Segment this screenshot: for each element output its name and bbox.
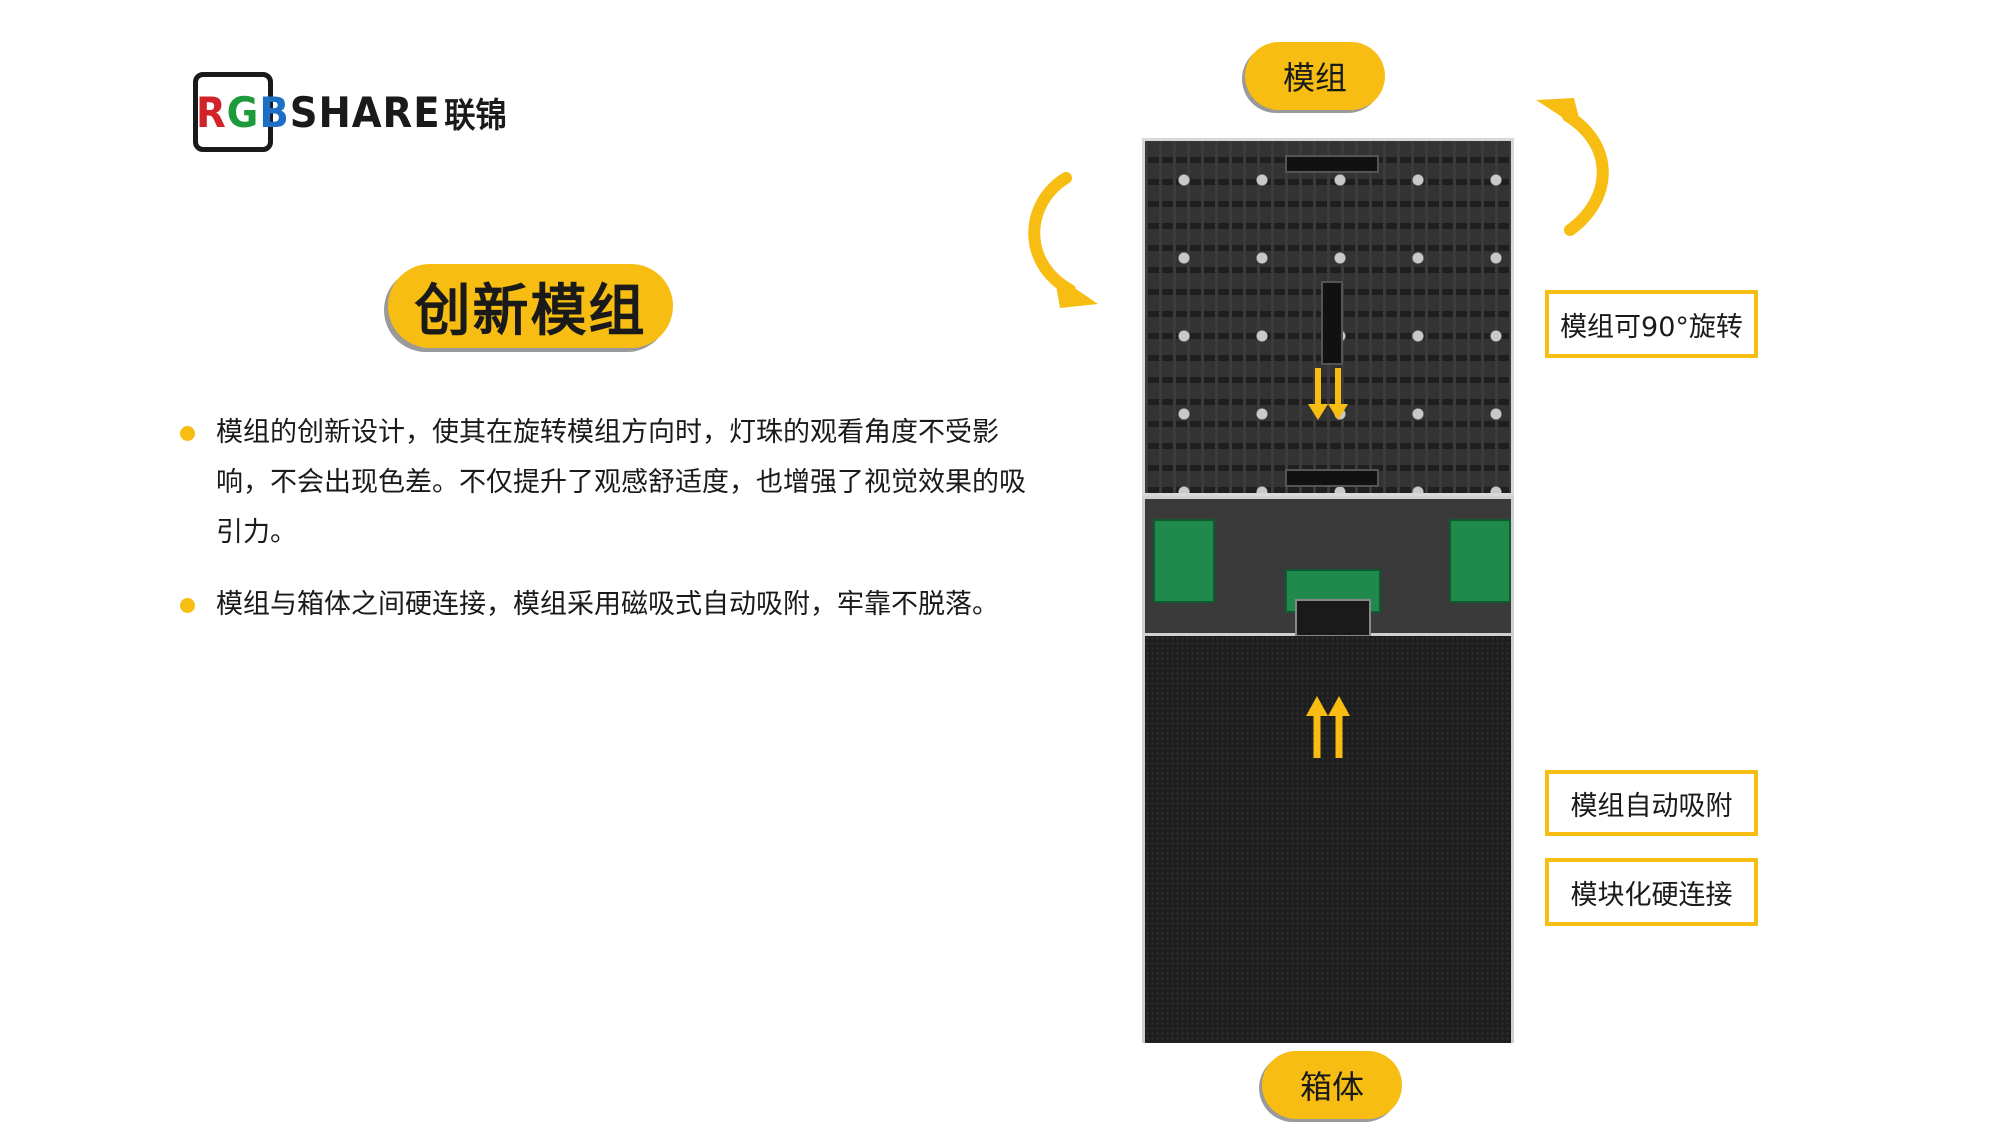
up-arrow-icon <box>1306 696 1350 758</box>
led-module-back <box>1142 138 1514 496</box>
page-title: 创新模组 <box>414 278 647 344</box>
hard-connect-callout: 模块化硬连接 <box>1545 858 1758 926</box>
page-title-badge: 创新模组 <box>388 264 673 348</box>
logo-share-text: SHARE <box>289 88 441 137</box>
logo-chinese-text: 联锦 <box>444 96 507 136</box>
list-item: 模组的创新设计，使其在旋转模组方向时，灯珠的观看角度不受影响，不会出现色差。不仅… <box>180 408 1040 558</box>
bullet-dot-icon <box>180 426 195 441</box>
magnet-callout-text: 模组自动吸附 <box>1570 790 1733 822</box>
cabinet-label-text: 箱体 <box>1299 1068 1364 1106</box>
logo-letter-g: G <box>226 88 260 137</box>
module-label-text: 模组 <box>1282 59 1347 97</box>
module-chip <box>1321 281 1343 365</box>
down-arrow-icon <box>1308 368 1348 420</box>
module-connector <box>1285 155 1379 173</box>
bullet-dot-icon <box>180 598 195 613</box>
pcb-board <box>1153 519 1215 603</box>
module-connector <box>1285 469 1379 487</box>
rotate-callout: 模组可90°旋转 <box>1545 290 1758 358</box>
module-label: 模组 <box>1245 42 1385 110</box>
logo-letter-b: B <box>259 88 290 137</box>
led-panel-front <box>1142 636 1514 1043</box>
cabinet-connector <box>1295 599 1371 637</box>
cabinet-frame <box>1142 496 1514 637</box>
list-item-text: 模组与箱体之间硬连接，模组采用磁吸式自动吸附，牢靠不脱落。 <box>216 589 999 620</box>
hard-connect-callout-text: 模块化硬连接 <box>1570 879 1733 911</box>
curved-arrow-icon <box>1028 172 1098 308</box>
curved-arrow-icon <box>1536 98 1609 236</box>
magnet-callout: 模组自动吸附 <box>1545 770 1758 836</box>
feature-list: 模组的创新设计，使其在旋转模组方向时，灯珠的观看角度不受影响，不会出现色差。不仅… <box>180 408 1040 630</box>
list-item-text: 模组的创新设计，使其在旋转模组方向时，灯珠的观看角度不受影响，不会出现色差。不仅… <box>216 417 1026 548</box>
pcb-board <box>1449 519 1511 603</box>
product-image <box>1142 138 1514 1043</box>
logo-letter-r: R <box>196 88 227 137</box>
list-item: 模组与箱体之间硬连接，模组采用磁吸式自动吸附，牢靠不脱落。 <box>180 580 1040 630</box>
cabinet-label: 箱体 <box>1262 1051 1402 1119</box>
logo-frame <box>193 72 273 152</box>
rotate-callout-text: 模组可90°旋转 <box>1560 311 1743 343</box>
